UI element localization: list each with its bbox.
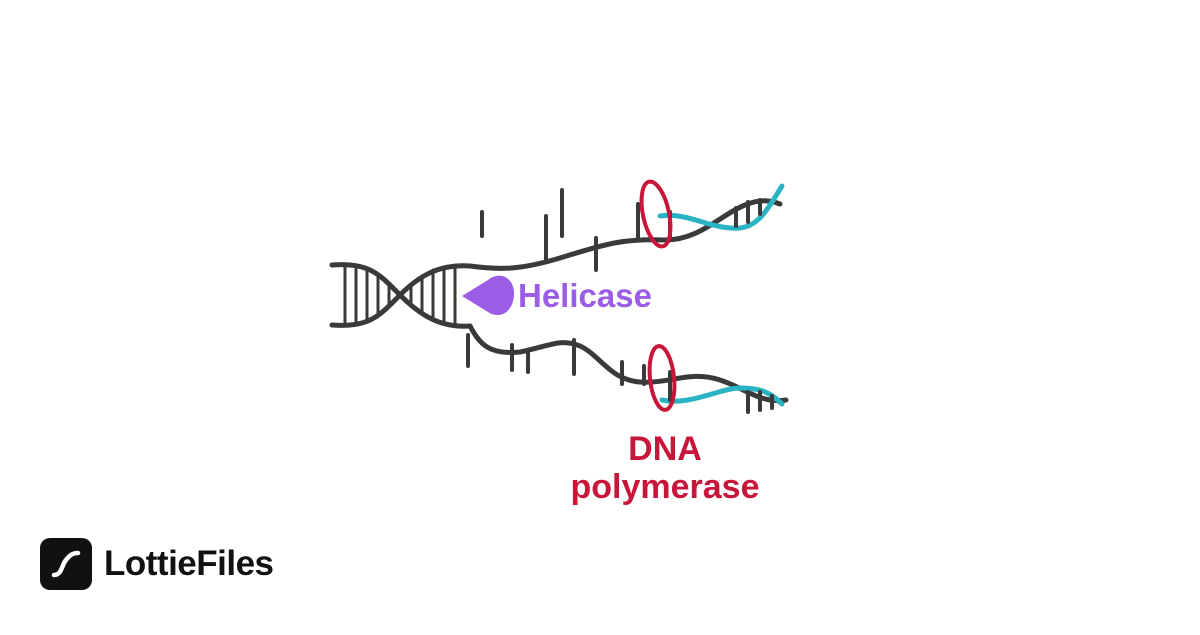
dna-polymerase-label: DNA polymerase [540,430,790,506]
helicase-label: Helicase [518,277,652,314]
lower-strand-bases [466,333,646,386]
dna-polymerase-label-line2: polymerase [570,468,760,506]
lottiefiles-logo-icon [40,538,92,590]
parental-strand-bottom [329,263,473,328]
helicase-enzyme-shape [462,275,515,316]
parental-dna-helix [329,262,473,329]
brand-logo: LottieFiles [40,538,274,590]
base-pair-rungs [343,264,457,326]
polymerase-ring-upper [639,179,673,249]
brand-name: LottieFiles [104,544,274,583]
lower-template-strand [466,323,789,404]
upper-strand-bases [480,188,640,272]
lower-new-strand-bases [668,370,774,414]
dna-polymerase-label-line1: DNA [628,430,702,468]
upper-new-strand [657,183,785,242]
lower-new-strand [659,370,785,414]
upper-template-strand [467,188,783,272]
polymerase-ring-lower [647,344,677,412]
